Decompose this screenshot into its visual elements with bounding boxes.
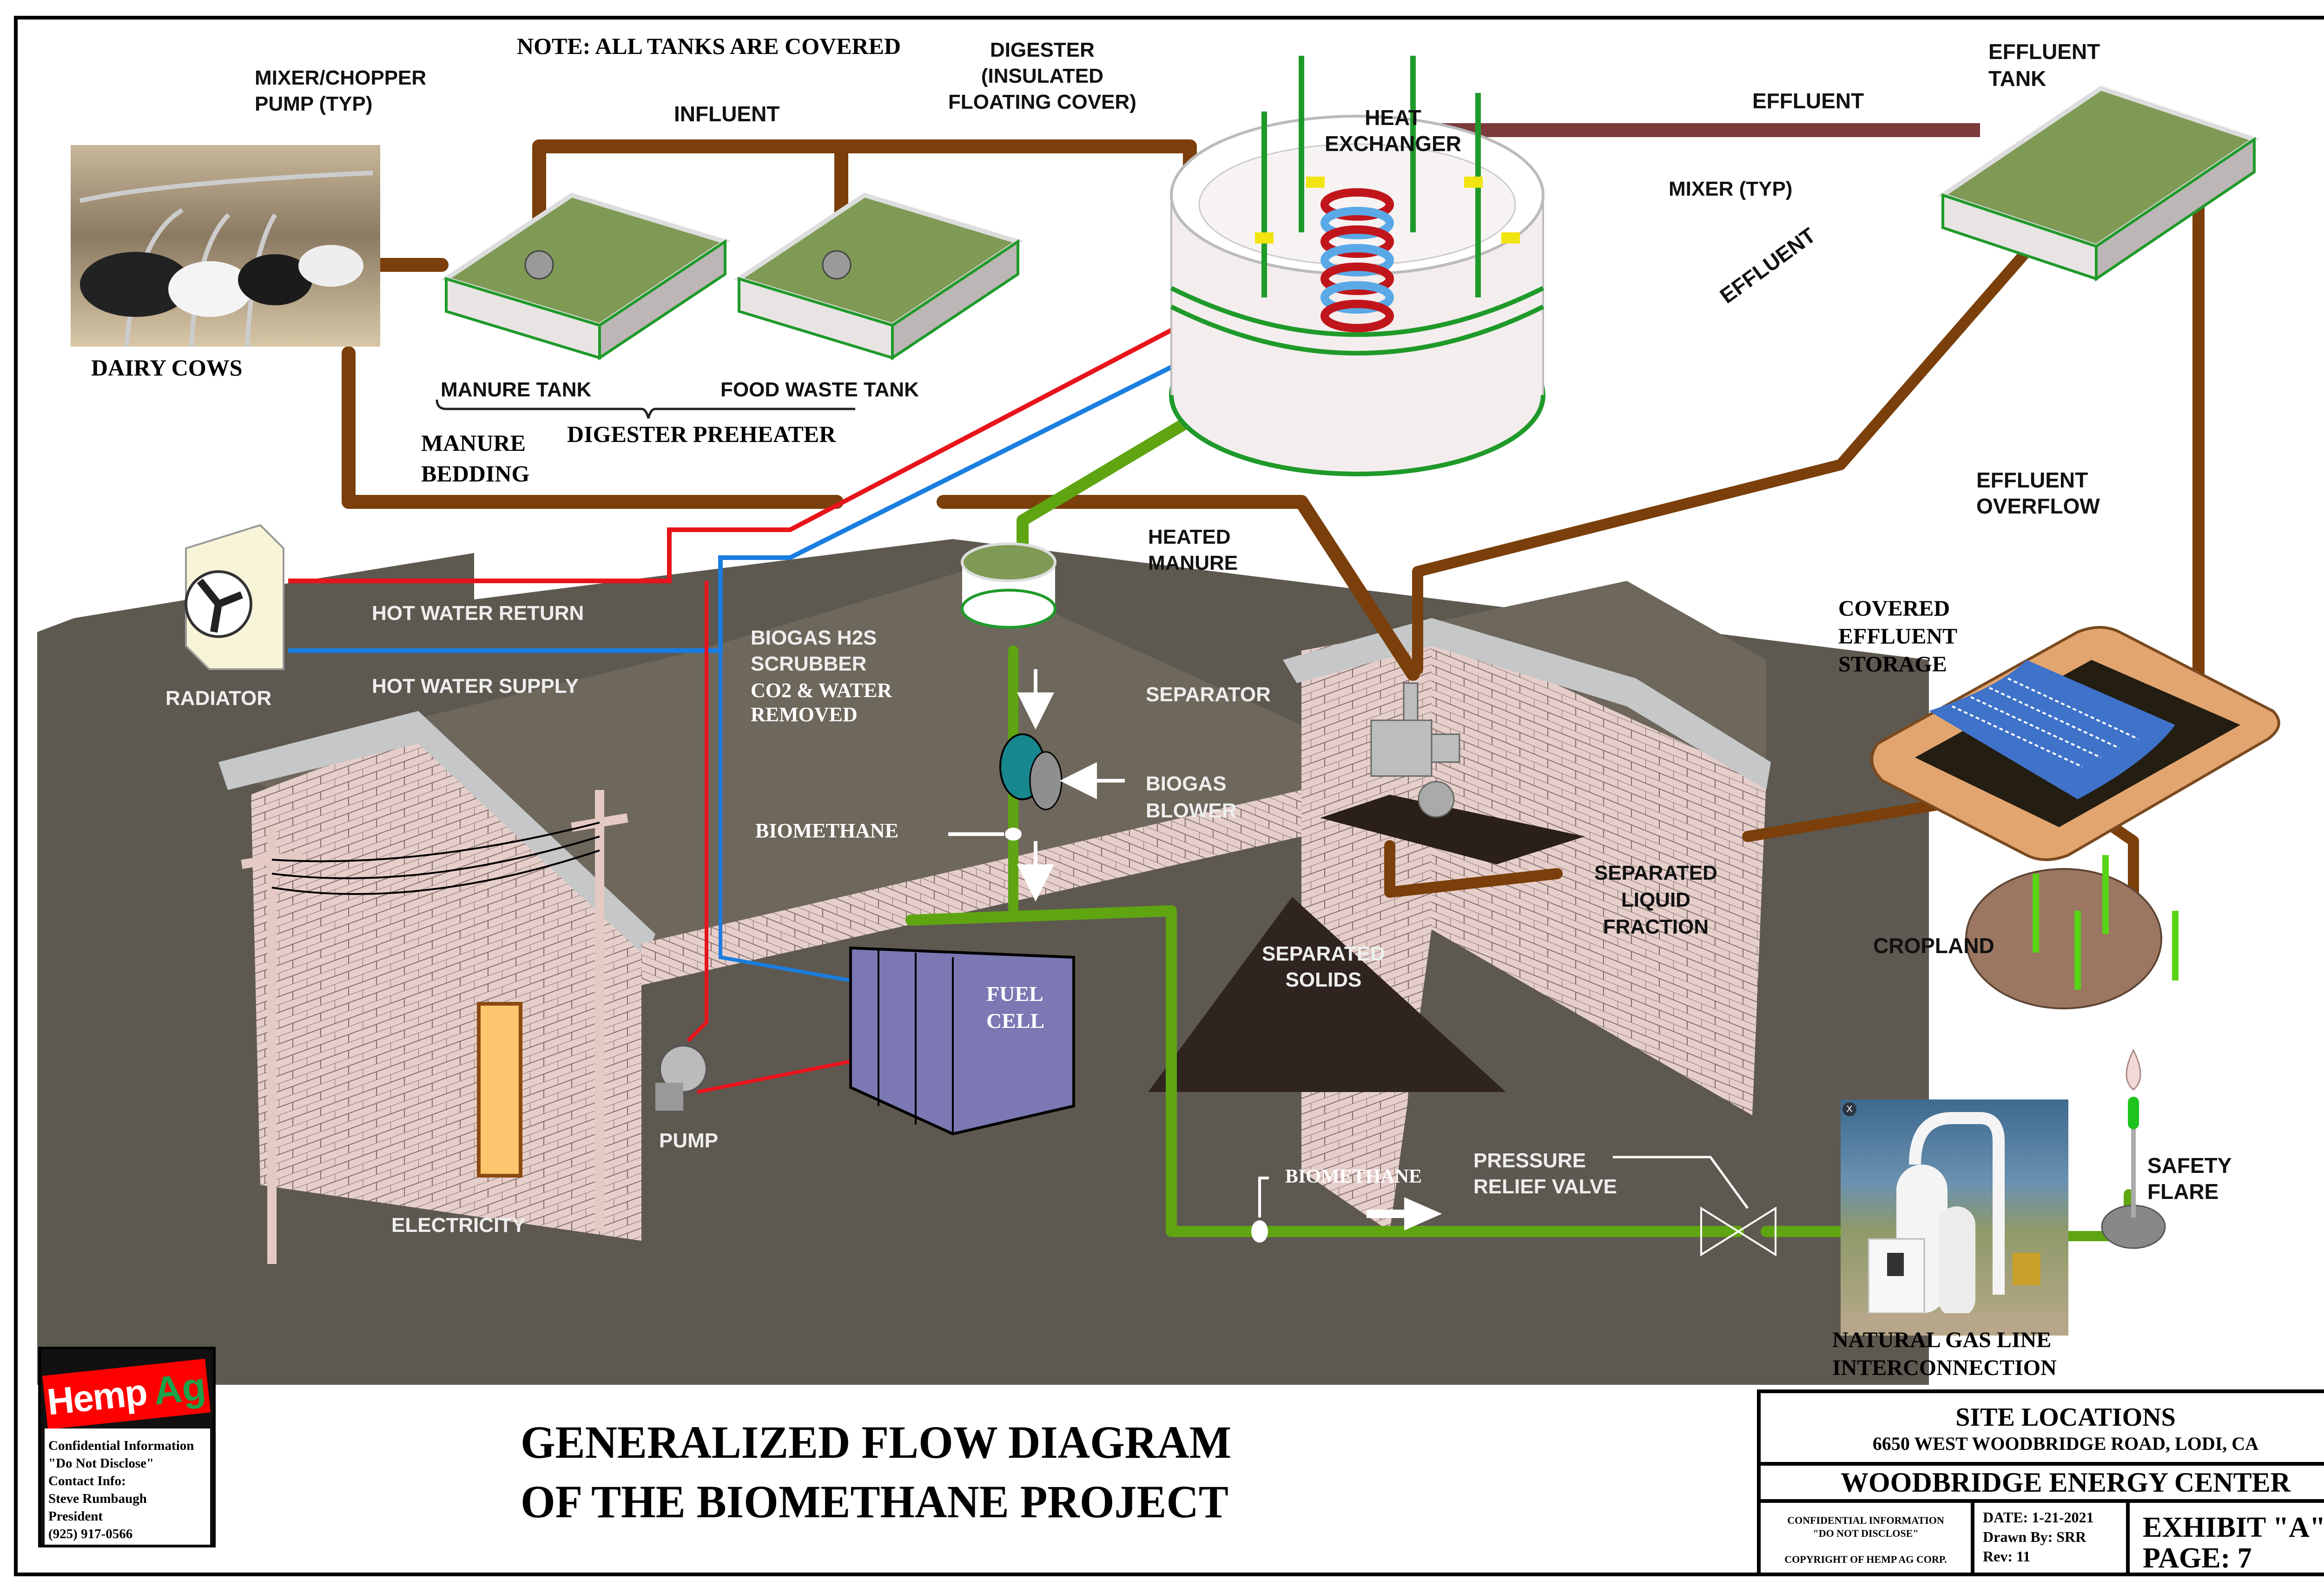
mixer-pump-2 — [822, 250, 852, 280]
site-locations-heading: SITE LOCATIONS — [1955, 1403, 2176, 1432]
logo-word-hemp: Hemp — [45, 1371, 149, 1423]
title-block-details: CONFIDENTIAL INFORMATION "DO NOT DISCLOS… — [1761, 1503, 2324, 1573]
info-line: President — [48, 1509, 103, 1524]
roof-cap-right — [1283, 618, 1771, 790]
biomethane-sample-point-2 — [1251, 1220, 1268, 1243]
building-door — [477, 1002, 522, 1178]
effluent-tank — [1937, 86, 2260, 282]
biomethane-lower-pointer — [1258, 1177, 1269, 1218]
project-name: WOODBRIDGE ENERGY CENTER — [1761, 1466, 2324, 1503]
page-number: PAGE: 7 — [2143, 1542, 2252, 1574]
power-lines — [271, 822, 600, 895]
photo-close-icon[interactable]: X — [1842, 1102, 1856, 1116]
pressure-relief-valve — [1700, 1206, 1776, 1257]
logo-word-ag: Ag — [151, 1363, 208, 1413]
hot-water-supply-pipe — [288, 258, 1386, 653]
fuel-cell-unit — [849, 946, 1075, 1136]
hot-water-return-pipe — [288, 221, 1377, 583]
info-line: Steve Rumbaugh — [48, 1491, 147, 1506]
info-line: Contact Info: — [48, 1474, 126, 1488]
building-roof-edge — [218, 711, 655, 957]
pipe-manure-bedding — [342, 346, 844, 509]
hemp-ag-logo-box: Hemp Ag Confidential Information "Do Not… — [38, 1347, 216, 1547]
mixer-chopper-pump — [524, 250, 554, 280]
confidential-cell: CONFIDENTIAL INFORMATION "DO NOT DISCLOS… — [1761, 1503, 1974, 1573]
dairy-cows-photo — [71, 145, 380, 347]
pipe-separated-liquid — [1384, 840, 1563, 898]
revision-cell: DATE: 1-21-2021 Drawn By: SRR Rev: 11 — [1978, 1503, 2130, 1573]
logo-banner: Hemp Ag — [42, 1358, 211, 1430]
logo-contact-info: Confidential Information "Do Not Disclos… — [45, 1428, 210, 1545]
revision: Rev: 11 — [1983, 1548, 2031, 1565]
cropland — [1965, 855, 2179, 1009]
flow-arrow-right — [1367, 1197, 1442, 1231]
radiator-unit — [185, 524, 284, 670]
title-line-2: OF THE BIOMETHANE PROJECT — [521, 1476, 1228, 1527]
separator-machine — [1370, 682, 1460, 818]
building-wall-far-right — [1432, 627, 1766, 1115]
h2s-scrubber — [961, 542, 1056, 629]
drawing-date: DATE: 1-21-2021 — [1983, 1509, 2094, 1526]
safety-flare — [2101, 1048, 2166, 1249]
drawn-by: Drawn By: SRR — [1983, 1528, 2086, 1545]
separated-solids-pile — [1148, 897, 1506, 1092]
heat-exchanger-coil — [1320, 188, 1394, 332]
copyright-line: COPYRIGHT OF HEMP AG CORP. — [1784, 1554, 1947, 1565]
confidential-line: "DO NOT DISCLOSE" — [1813, 1527, 1919, 1539]
drawing-frame — [14, 16, 2324, 1576]
water-pump — [655, 1045, 707, 1111]
food-waste-tank — [733, 192, 1023, 361]
covered-effluent-storage — [1870, 626, 2280, 861]
separator-platform — [1320, 795, 1585, 864]
confidential-line: CONFIDENTIAL INFORMATION — [1787, 1514, 1944, 1526]
valve-pointer — [1613, 1156, 1749, 1209]
manure-tank — [441, 192, 731, 361]
info-line: (925) 917-0566 — [48, 1527, 133, 1541]
manure-pipes — [342, 139, 2205, 935]
info-line: "Do Not Disclose" — [48, 1456, 154, 1471]
building-wall-back — [641, 790, 1301, 985]
biomethane-sample-point — [1005, 828, 1022, 841]
hot-water-return-down — [687, 581, 708, 1042]
digester — [1169, 56, 1545, 476]
site-address: 6650 WEST WOODBRIDGE ROAD, LODI, CA — [1872, 1433, 2259, 1454]
page-title: GENERALIZED FLOW DIAGRAM OF THE BIOMETHA… — [521, 1413, 1368, 1532]
pipe-effluent-diagonal — [1412, 241, 2037, 675]
exhibit-label: EXHIBIT "A" — [2143, 1512, 2324, 1543]
title-line-1: GENERALIZED FLOW DIAGRAM — [521, 1416, 1232, 1468]
confidential-line — [1761, 1540, 1971, 1553]
info-line: Confidential Information — [48, 1438, 194, 1453]
natural-gas-station-photo: X — [1841, 1099, 2068, 1336]
preheater-brace — [436, 399, 855, 419]
exhibit-cell: EXHIBIT "A" PAGE: 7 — [2133, 1503, 2324, 1573]
site-locations-row: SITE LOCATIONS 6650 WEST WOODBRIDGE ROAD… — [1761, 1393, 2324, 1466]
title-block: SITE LOCATIONS 6650 WEST WOODBRIDGE ROAD… — [1757, 1389, 2324, 1576]
